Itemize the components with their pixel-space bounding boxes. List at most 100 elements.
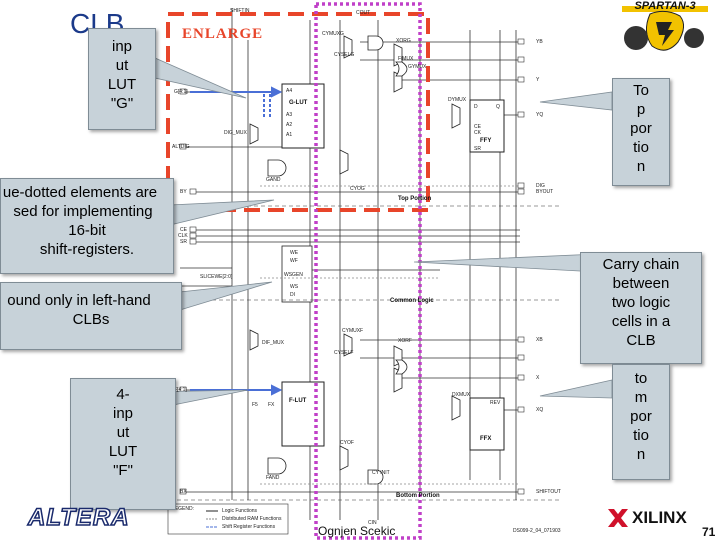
ffx-label: FFX (480, 436, 492, 442)
cy-xorg: XORG (396, 38, 411, 44)
altera-logo-text: ALTERA (27, 503, 130, 532)
blue-dotted-callout-line: ue-dotted elements are (2, 184, 158, 201)
cy-fimux: FiMUX (398, 56, 414, 62)
schematic-background (168, 6, 560, 532)
signal-yq: YQ (536, 112, 544, 118)
signal-yb: YB (536, 39, 543, 45)
f-lut-callout-line: ut (116, 424, 130, 441)
top-portion-label: Top Portion (398, 196, 432, 202)
g-lut-callout-line: inp (111, 38, 133, 55)
g-lut-label: G-LUT (289, 100, 308, 106)
misc-cyselg: CYSELG (334, 52, 355, 58)
wsgen-box (281, 245, 313, 303)
left-hand-callout-line: CLBs (72, 311, 110, 328)
signal-xq: XQ (536, 407, 544, 413)
ffy-sr: SR (474, 146, 481, 152)
cy-dymux: DYMUX (448, 97, 467, 103)
lut-a2: A2 (286, 122, 293, 128)
and-gates (267, 35, 384, 485)
g-lut-callout-line: LUT (107, 76, 137, 93)
page-number: 71 (702, 525, 716, 539)
cy-gymux: GYMUX (408, 64, 427, 70)
signal-sr: SR (180, 239, 187, 245)
legend-item-shift: Shift Register Functions (222, 524, 276, 530)
misc-dig-mux: DIG_MUX (224, 130, 247, 136)
gand-label: GAND (266, 177, 281, 183)
wsgen-label: WSGEN (284, 272, 303, 278)
top-portion-callout-line: tio (633, 139, 649, 156)
signal-altdig: ALTDIG (172, 144, 190, 150)
callout-pointers (147, 57, 613, 411)
lut-a4: A4 (286, 88, 293, 94)
top-portion-callout-line: p (636, 101, 646, 118)
shift-register-lines (260, 185, 520, 485)
signal-g: G[4:1] (174, 89, 188, 95)
g-lut-callout-line: "G" (110, 95, 134, 112)
ffy-ce: CE (474, 124, 481, 130)
ffy-d: D (474, 104, 478, 110)
f-lut-callout: 4- inp ut LUT "F" (70, 378, 176, 510)
slide-author: Ognjen Scekic (318, 524, 396, 538)
legend-title: LEGEND: (172, 506, 194, 512)
bottom-portion-callout: to m por tio n (612, 364, 670, 480)
lut-a1: A1 (286, 132, 293, 138)
blue-dotted-callout-line: shift-registers. (39, 241, 135, 258)
left-hand-callout-line: ound only in left-hand (7, 292, 151, 309)
signal-ce: CE (180, 227, 187, 233)
cyog-label: CYOG (350, 186, 365, 192)
ws-wf: WF (290, 258, 298, 264)
bottom-portion-callout-line: m (634, 389, 648, 406)
g-lut-callout-line: ut (115, 57, 129, 74)
signal-bx: BX (180, 489, 187, 495)
figure-ref: DS099-2_04_071903 (513, 528, 561, 534)
altera-logo: ALTERA (27, 503, 130, 532)
carry-chain-callout-line: CLB (626, 332, 656, 349)
bottom-portion-callout-line: tio (633, 427, 649, 444)
ws-di: DI (290, 292, 295, 298)
misc-cyself: CYSELF (334, 350, 354, 356)
legend-item-ram: Distributed RAM Functions (222, 516, 282, 522)
f-lut-callout-line: inp (112, 405, 134, 422)
f-lut-callout-line: "F" (113, 462, 133, 479)
spartan-emblem-icon (622, 6, 708, 51)
xilinx-x-icon (608, 509, 628, 527)
legend (167, 503, 289, 535)
misc-dif-mux: DIF_MUX (262, 340, 284, 346)
carry-chain-callout-line: two logic (611, 294, 671, 311)
signal-f: F[4:1] (174, 387, 187, 393)
signal-byout: BYOUT (536, 189, 554, 195)
xilinx-logo: XILINX (606, 506, 687, 530)
blue-dotted-callout-line: 16-bit (68, 222, 106, 239)
top-portion-callout-line: To (633, 82, 649, 99)
g-lut-callout: inp ut LUT "G" (88, 28, 156, 130)
signal-shiftin: SHIFTIN (230, 8, 250, 14)
ffx-rev: REV (490, 400, 501, 406)
signal-shiftout: SHIFTOUT (536, 489, 561, 495)
signal-xb: XB (536, 337, 543, 343)
left-ports (179, 88, 197, 495)
cyinit-label: CY INIT (372, 470, 390, 476)
enlarge-frame (166, 12, 430, 212)
misc-f5: F5 (252, 402, 258, 408)
f-lut-label: F-LUT (289, 398, 307, 404)
f-lut-callout-line: LUT (108, 443, 138, 460)
carry-chain-callout-line: cells in a (611, 313, 671, 330)
bottom-portion-callout-line: n (636, 446, 646, 463)
bottom-portion-callout-line: por (630, 408, 652, 425)
right-ports (517, 38, 525, 495)
top-portion-callout: To p por tio n (612, 78, 670, 186)
legend-item-logic: Logic Functions (222, 508, 258, 514)
ws-ws: WS (290, 284, 299, 290)
carry-chain-callout: Carry chain between two logic cells in a… (580, 252, 702, 364)
common-logic-label: Common Logic (390, 298, 434, 304)
blue-dotted-callout: ue-dotted elements are sed for implement… (0, 178, 174, 274)
xor-gates (395, 61, 408, 375)
carry-chain-frame (314, 2, 422, 540)
lut-a3: A3 (286, 112, 293, 118)
top-portion-callout-line: n (636, 158, 646, 175)
misc-slicewe: SLICEWE[2:0] (200, 274, 233, 280)
signal-dig: DIG (536, 183, 545, 189)
spartan-logo: SPARTAN-3 (612, 0, 718, 68)
signal-cin: CIN (368, 520, 377, 526)
